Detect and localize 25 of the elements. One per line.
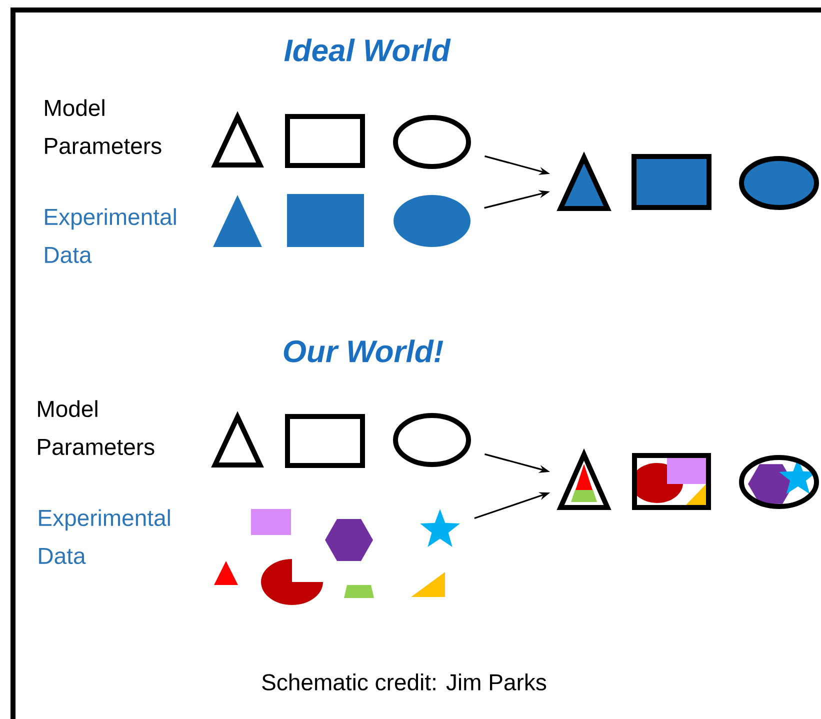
hexagon xyxy=(325,519,373,561)
mixed-rectangle xyxy=(632,453,711,510)
star xyxy=(420,509,460,547)
section-heading: Our World! xyxy=(284,340,444,362)
rectangle xyxy=(285,414,365,468)
triangle xyxy=(411,572,445,597)
pie-shape xyxy=(261,559,323,605)
section-heading: Ideal World xyxy=(284,38,451,62)
mixed-ellipse xyxy=(739,455,819,509)
credit-caption: Schematic credit: Jim Parks xyxy=(262,674,546,690)
row-label: Experimental Data xyxy=(45,208,176,264)
row-label: Model Parameters xyxy=(45,99,162,154)
rectangle xyxy=(285,114,365,168)
triangle xyxy=(213,195,262,247)
ellipse xyxy=(393,413,471,467)
ellipse xyxy=(739,156,819,210)
rectangle xyxy=(632,154,712,210)
row-label: Experimental Data xyxy=(39,509,170,564)
ellipse xyxy=(393,115,471,169)
trapezoid xyxy=(344,585,374,598)
rectangle xyxy=(251,509,291,535)
rectangle xyxy=(287,194,364,247)
row-label: Model Parameters xyxy=(38,400,154,456)
triangle xyxy=(214,561,238,585)
ellipse xyxy=(394,195,470,247)
